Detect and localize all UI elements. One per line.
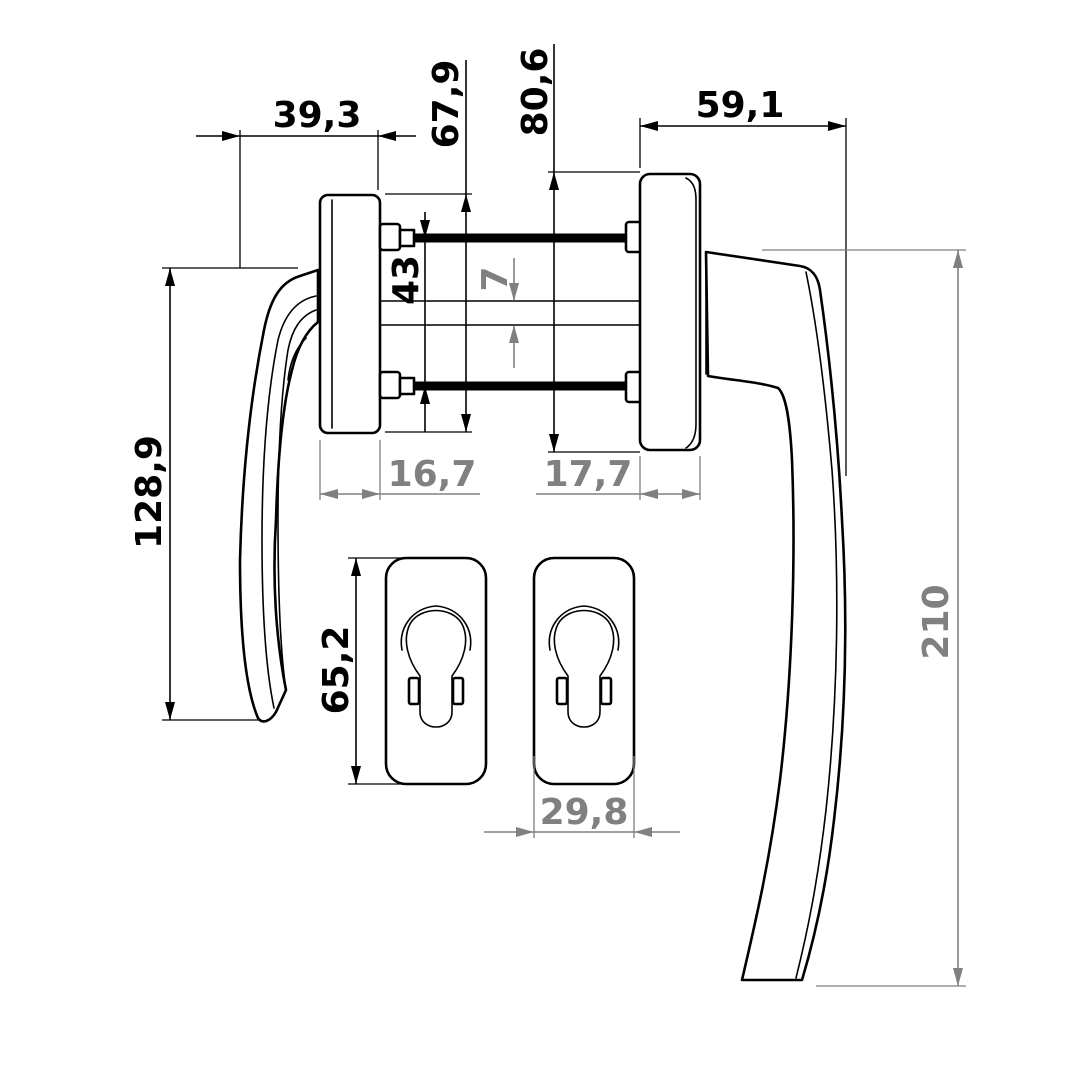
dimension-16-7: 16,7: [319, 440, 480, 500]
dimension-43: 43: [386, 212, 432, 432]
right-handle-lever: [704, 250, 847, 982]
left-screw-head-top: [378, 222, 402, 252]
dimension-65-2: 65,2: [316, 557, 420, 785]
right-handle-ridge: [795, 271, 838, 979]
left-screw-head-bottom: [378, 370, 402, 400]
dimension-29-8-label: 29,8: [540, 792, 629, 833]
dimension-39-3-label: 39,3: [273, 95, 362, 136]
left-handle-inner-contour-2: [277, 309, 317, 691]
dimension-59-1-label: 59,1: [696, 85, 785, 126]
dimension-210: 210: [762, 249, 966, 987]
dimension-7: 7: [475, 258, 519, 368]
dimension-43-label: 43: [386, 255, 427, 305]
dimension-17-7-label: 17,7: [544, 454, 633, 495]
escutcheon-left: [384, 556, 488, 786]
dimension-67-9-label: 67,9: [426, 60, 467, 149]
escutcheon-right-arc: [548, 605, 620, 651]
left-rose-plate: [318, 193, 382, 435]
left-screw-nub-bottom: [398, 376, 416, 396]
escutcheon-left-arc: [400, 605, 472, 651]
left-handle-lever: [238, 268, 320, 723]
escutcheon-right-pin-b: [599, 676, 613, 706]
right-handle-side-view: [624, 172, 847, 982]
escutcheon-left-plate: [384, 556, 488, 786]
dimension-59-1: 59,1: [639, 85, 847, 476]
dimension-7-label: 7: [475, 266, 516, 291]
left-handle-side-view: [238, 193, 416, 723]
spindle-assembly: [379, 233, 641, 391]
dimension-29-8: 29,8: [484, 756, 680, 838]
dimension-65-2-label: 65,2: [316, 626, 357, 715]
escutcheon-right-keyhole: [553, 609, 615, 728]
right-rose-plate-rim: [685, 177, 697, 449]
right-rose-plate: [638, 172, 702, 452]
dimension-128-9-label: 128,9: [129, 435, 170, 549]
escutcheon-left-pin-a: [407, 676, 421, 706]
escutcheon-right-pin-a: [555, 676, 569, 706]
dimension-210-label: 210: [916, 584, 957, 659]
left-handle-neck: [287, 337, 307, 381]
escutcheon-left-pin-b: [451, 676, 465, 706]
dimension-80-6-label: 80,6: [515, 48, 556, 137]
escutcheon-right-plate: [532, 556, 636, 786]
dimension-17-7: 17,7: [536, 454, 701, 500]
left-screw-nub-top: [398, 228, 416, 248]
escutcheon-left-keyhole: [405, 609, 467, 728]
dimension-80-6: 80,6: [515, 44, 640, 453]
dimension-39-3: 39,3: [196, 95, 416, 268]
dimension-128-9: 128,9: [129, 267, 298, 721]
dimension-67-9: 67,9: [385, 60, 472, 433]
left-handle-inner-contour: [261, 295, 317, 709]
escutcheon-right: [532, 556, 636, 786]
dimension-16-7-label: 16,7: [388, 454, 477, 495]
